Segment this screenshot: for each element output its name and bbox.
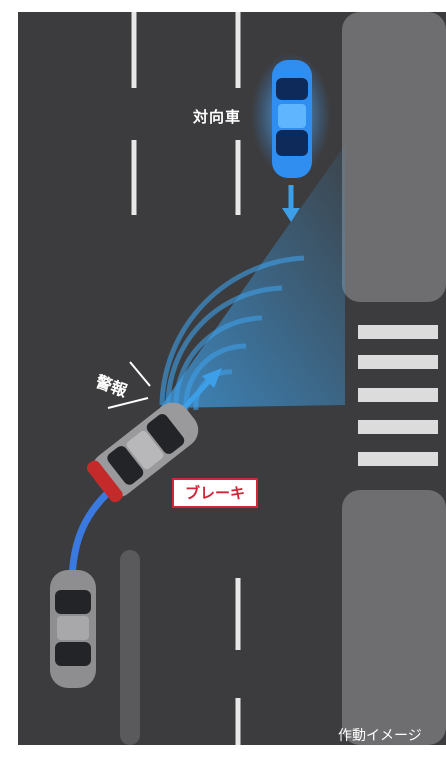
oncoming-car [251,53,331,178]
lane-divider-median [120,550,140,745]
oncoming-vehicle-label: 対向車 [193,106,241,127]
caption: 作動イメージ [338,725,422,745]
following-car [50,570,96,688]
sidewalk-top-right [342,12,446,302]
sidewalk-bottom-right [342,490,446,745]
brake-label: ブレーキ [172,478,258,508]
